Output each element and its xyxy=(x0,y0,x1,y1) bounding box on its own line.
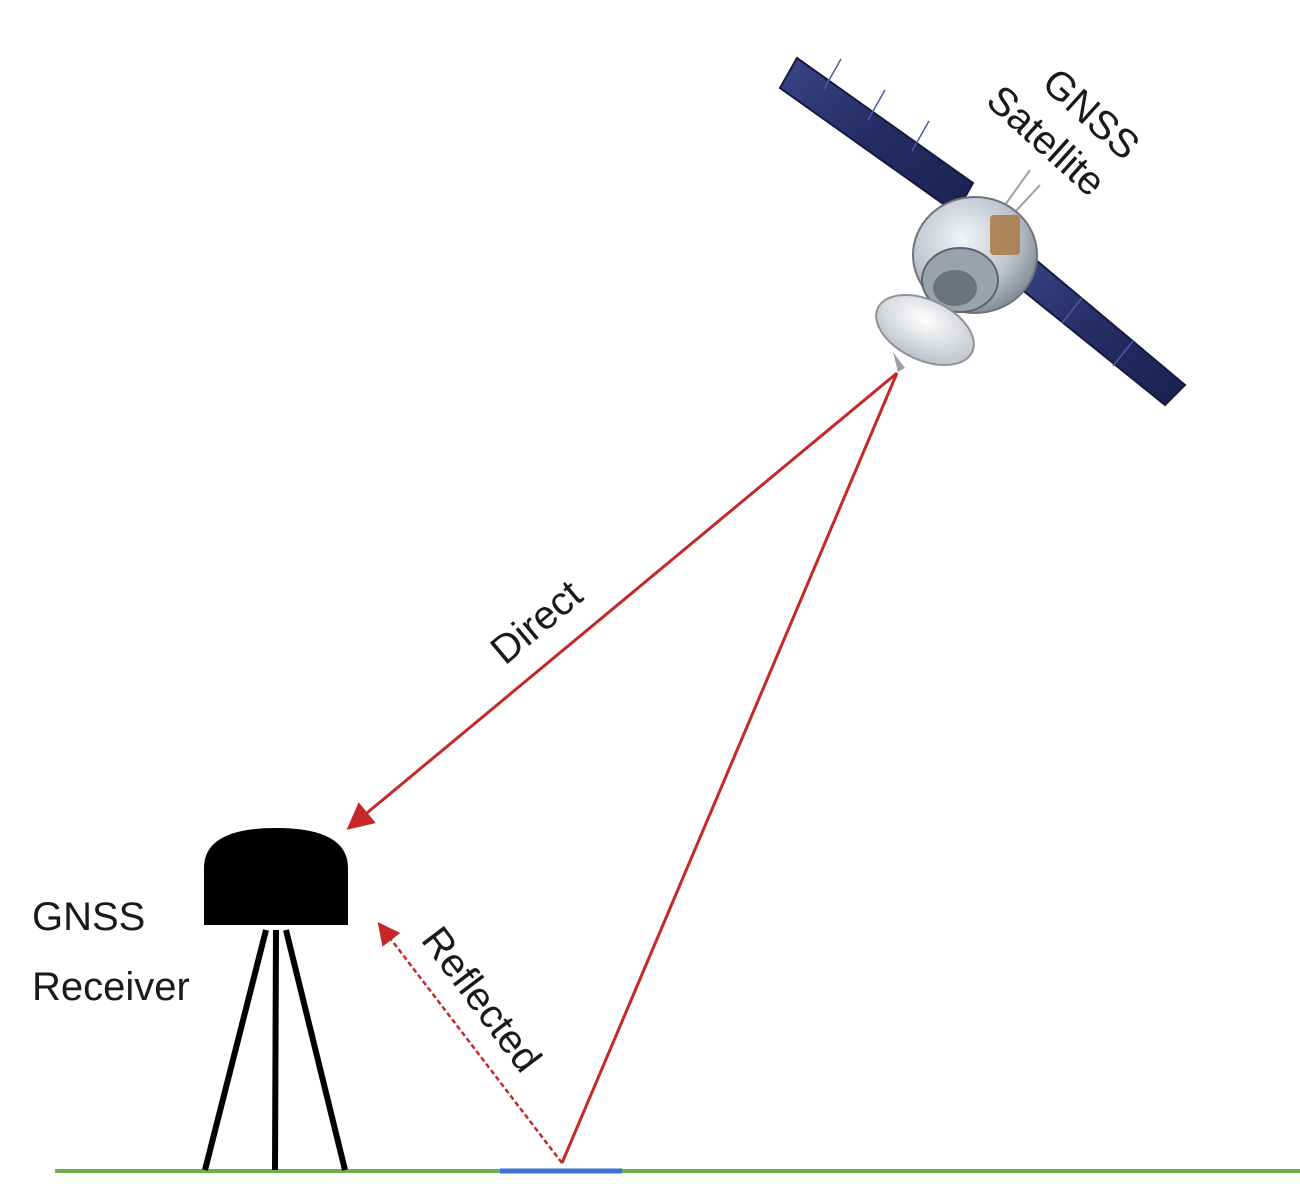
reflected-label: Reflected xyxy=(413,919,550,1080)
reflected-signal-arrow xyxy=(377,922,563,1164)
direct-signal-arrow xyxy=(346,371,898,830)
tripod-icon xyxy=(202,929,348,1171)
satellite-icon xyxy=(778,56,1187,407)
satellite-label: GNSS Satellite xyxy=(978,40,1156,213)
direct-label: Direct xyxy=(483,572,591,673)
incident-signal-line xyxy=(560,372,899,1164)
receiver-antenna-icon xyxy=(204,828,348,927)
receiver-label: GNSS Receiver xyxy=(32,895,190,1009)
